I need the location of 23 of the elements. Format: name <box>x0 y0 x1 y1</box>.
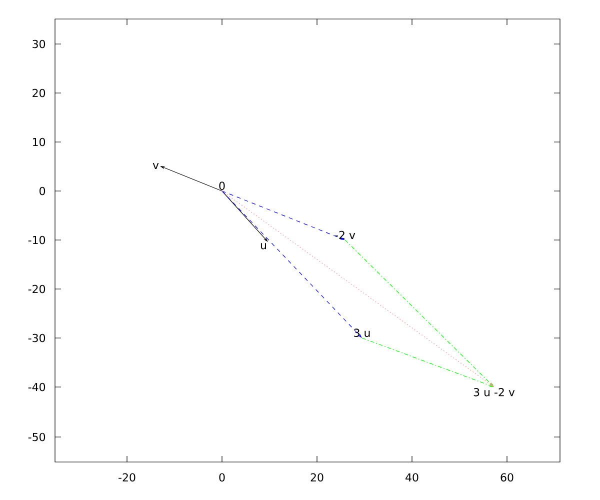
arrow <box>222 190 268 242</box>
point-label: 3 u <box>354 328 370 337</box>
tick-label: -30 <box>28 334 46 342</box>
tick-label: 30 <box>32 40 46 48</box>
tick-label: -50 <box>28 432 46 442</box>
tick-label: 20 <box>32 88 46 98</box>
point-label: 0 <box>219 182 225 190</box>
point-label: 3 u -2 v <box>474 388 515 396</box>
tick-label: 10 <box>33 138 46 146</box>
arrow <box>222 190 362 338</box>
tick-label: -40 <box>28 382 46 392</box>
point-label: -2 v <box>335 230 356 239</box>
tick-label: 60 <box>500 473 514 482</box>
tick-label: -20 <box>28 284 46 294</box>
tick-label: 40 <box>406 473 418 482</box>
tick-label: 0 <box>219 473 225 482</box>
arrow <box>344 240 494 387</box>
tick-label: -10 <box>28 236 46 244</box>
tick-label: -20 <box>118 473 136 482</box>
tick-label: 20 <box>310 473 324 482</box>
tick-label: 0 <box>40 186 46 196</box>
point-label: v <box>152 163 159 169</box>
point-label: u <box>260 243 266 250</box>
